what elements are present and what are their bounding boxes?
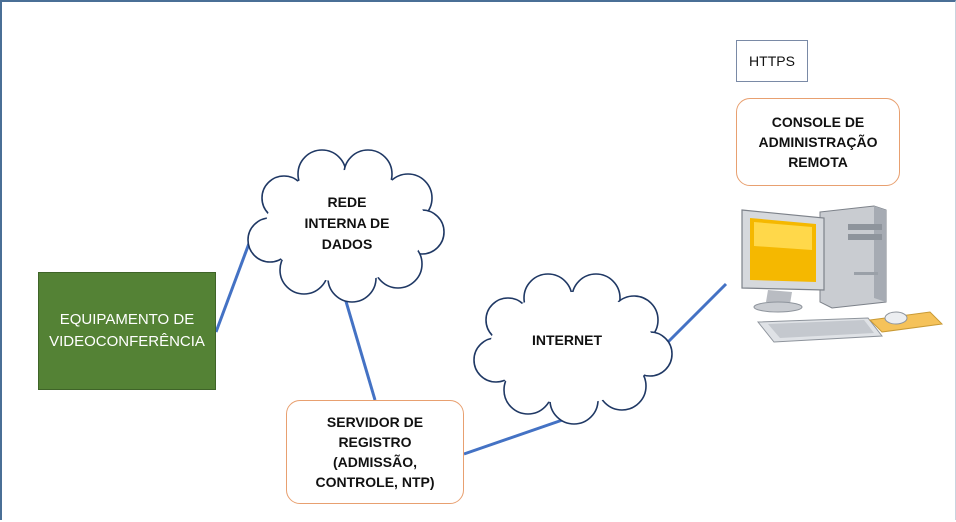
console-node: CONSOLE DE ADMINISTRAÇÃO REMOTA: [736, 98, 900, 186]
https-label: HTTPS: [736, 40, 808, 82]
server-node: SERVIDOR DE REGISTRO (ADMISSÃO, CONTROLE…: [286, 400, 464, 504]
link-server-internet: [463, 414, 575, 456]
desktop-computer-icon: [741, 205, 944, 343]
internet-label: INTERNET: [532, 332, 602, 348]
link-internet-computer: [660, 282, 728, 350]
link-equipment-network: [214, 229, 256, 333]
internal-network-label: REDE INTERNA DE DADOS: [304, 194, 390, 252]
equipment-node: EQUIPAMENTO DE VIDEOCONFERÊNCIA: [38, 272, 216, 390]
link-network-server: [343, 297, 377, 401]
